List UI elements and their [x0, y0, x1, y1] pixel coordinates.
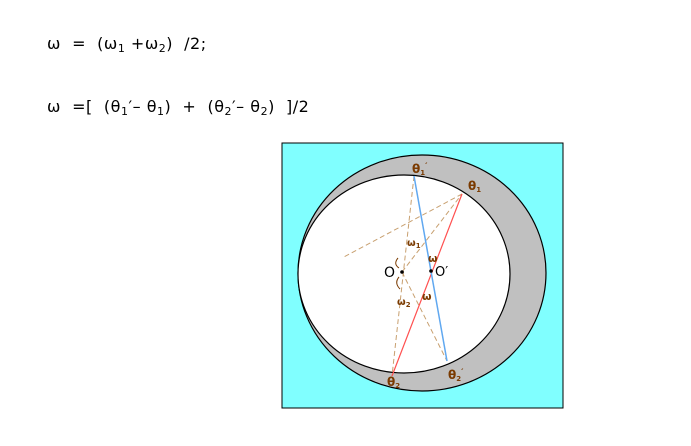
formula-theta-2: θ: [250, 97, 261, 116]
formula-divide-two: /2;: [184, 34, 207, 53]
label-omega-upper: ω: [428, 252, 438, 265]
dashed-line-center-theta2prime: [401, 271, 448, 362]
formula-minus-1: –: [132, 97, 142, 116]
formula-theta-1-prime: θ: [110, 97, 121, 116]
formula-close-paren-1: ): [164, 97, 172, 116]
formula-plus: +: [130, 34, 145, 53]
formula-theta-1-prime-subscript: 1: [120, 105, 129, 118]
label-center-o: O: [384, 265, 395, 281]
formula-open-paren-1: (: [103, 97, 111, 116]
formula-theta-2-subscript: 2: [260, 105, 269, 118]
red-chord: [391, 193, 463, 377]
label-omega2: ω2: [397, 297, 411, 309]
label-theta2-prime: θ2′: [448, 368, 464, 383]
inner-circle: [297, 174, 511, 374]
angle-arc-omega1: [395, 257, 400, 269]
blue-chord: [413, 175, 448, 362]
label-theta2: θ2: [387, 375, 400, 390]
label-omega-lower: ω: [422, 290, 432, 303]
formula-equals: =: [72, 34, 86, 53]
angle-arc-omega2: [396, 276, 401, 290]
formula-open-paren: (: [97, 34, 104, 53]
label-theta1: θ1: [468, 179, 481, 194]
formula-close-paren: ): [166, 34, 173, 53]
dashed-line-theta1-left: [341, 193, 463, 259]
formula-omega-1-subscript: 1: [117, 42, 126, 55]
formula-equals-bracket: =[: [72, 97, 93, 116]
center-point-o-prime: [429, 269, 433, 273]
formula-omega-1: ω: [103, 34, 118, 53]
formula-prime-1: ′: [128, 97, 133, 116]
formula-close-bracket-divide-two: ]/2: [285, 97, 310, 116]
formula-omega: ω: [47, 34, 61, 53]
formula-theta-2-prime-subscript: 2: [224, 105, 233, 118]
formula-theta-2-prime: θ: [214, 97, 225, 116]
formula-open-paren-2: (: [207, 97, 215, 116]
label-center-o-prime: O′: [435, 265, 448, 280]
formula-theta-1-subscript: 1: [156, 105, 165, 118]
formula-theta-1: θ: [146, 97, 157, 116]
dashed-line-theta1prime-theta2: [391, 175, 415, 377]
center-point-o: [400, 270, 404, 274]
formula-theta-difference: ω =[ (θ1′– θ1) + (θ2′– θ2) ]/2: [47, 97, 309, 118]
label-omega1: ω1: [407, 238, 421, 250]
label-theta1-prime: θ1′: [412, 162, 428, 177]
formula-prime-2: ′: [232, 97, 237, 116]
formula-plus: +: [182, 97, 197, 116]
formula-close-paren-2: ): [268, 97, 275, 116]
formula-average-omega: ω = (ω1 +ω2) /2;: [47, 34, 207, 55]
formula-minus-2: –: [236, 97, 245, 116]
formula-omega-2-subscript: 2: [158, 42, 167, 55]
formula-omega: ω: [47, 97, 61, 116]
formula-omega-2: ω: [144, 34, 159, 53]
dashed-line-center-theta1: [401, 193, 463, 273]
